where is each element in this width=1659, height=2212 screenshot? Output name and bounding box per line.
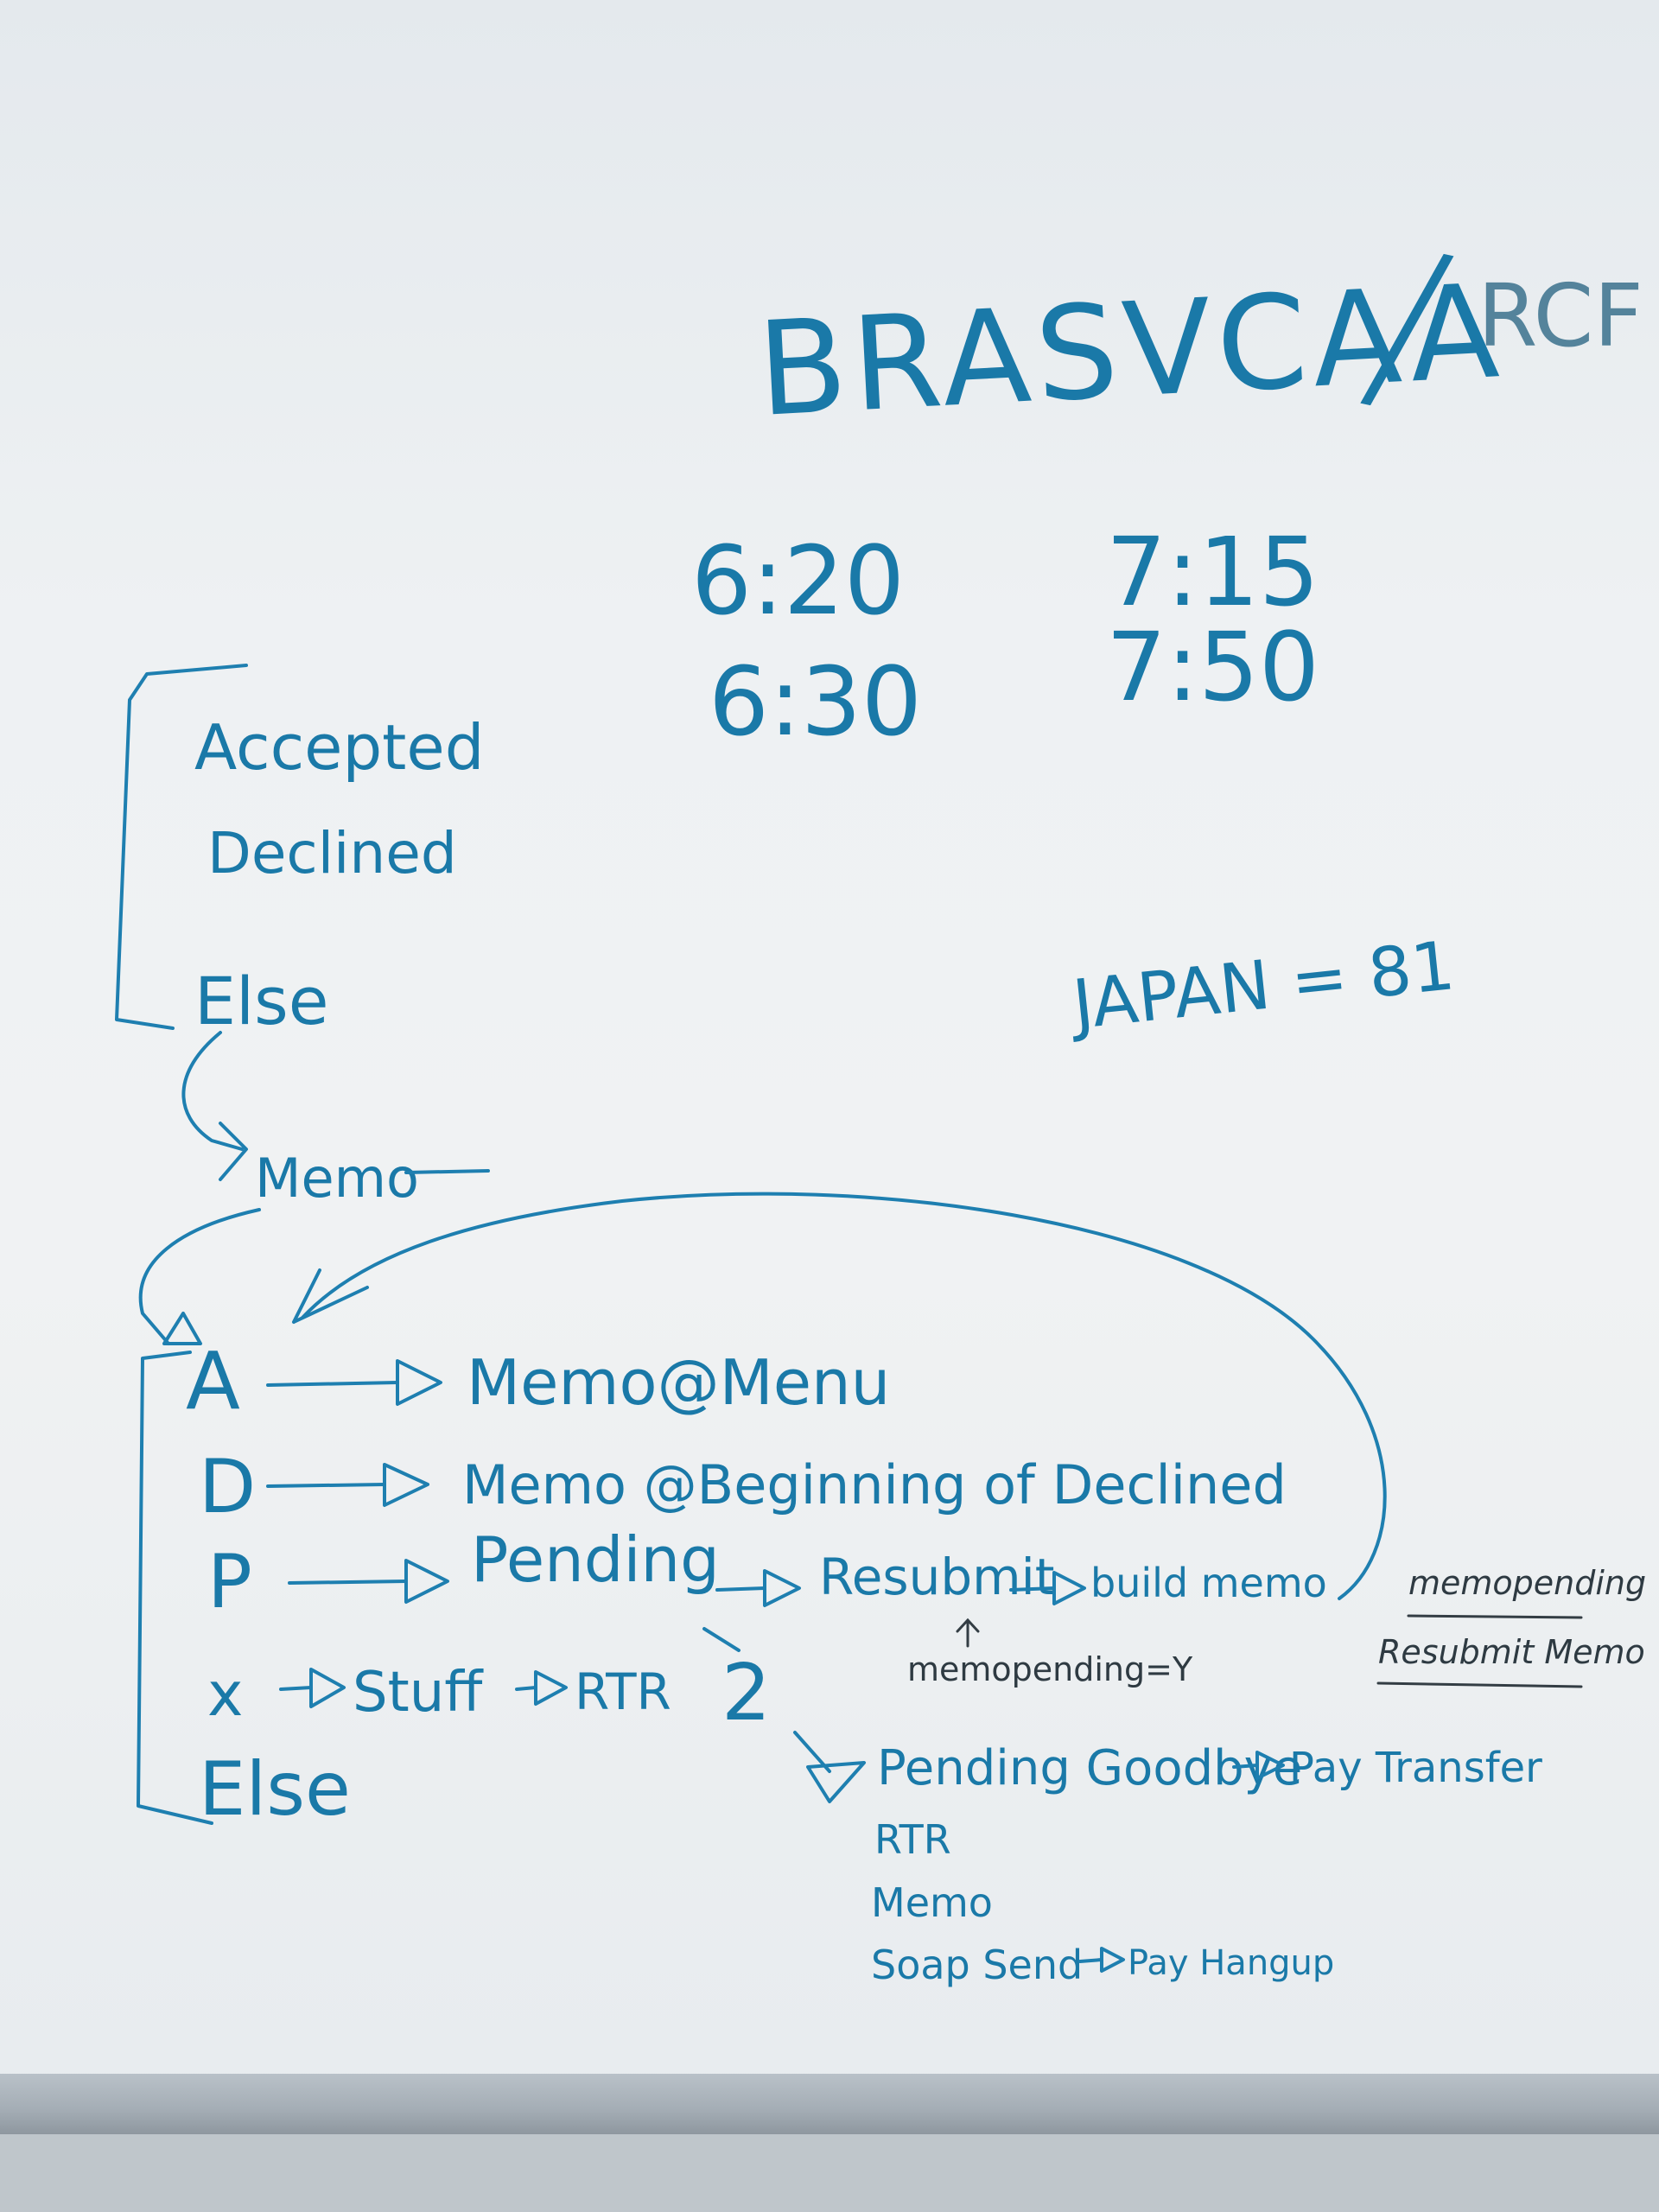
sub-flow-item-3: Memo: [871, 1879, 993, 1926]
memo-line: [404, 1169, 490, 1174]
flow-a-target: Memo@Menu: [467, 1346, 890, 1419]
list-else: Else: [194, 963, 329, 1039]
flow-p-final: build memo: [1090, 1560, 1327, 1606]
memopending-note: memopending=Y: [907, 1650, 1193, 1688]
title-tail: RCF: [1478, 265, 1643, 366]
pending-branch-line: [702, 1627, 741, 1652]
flow-x-target: Stuff: [353, 1661, 484, 1725]
japan-note: JAPAN = 81: [1065, 927, 1459, 1045]
flow-d-arrow: [266, 1483, 386, 1488]
time-2: 6:30: [709, 646, 922, 757]
sub-flow-soap-next: Pay Hangup: [1128, 1943, 1334, 1983]
flow-bracket: [137, 1351, 213, 1825]
loop-back-arrow: [301, 1192, 1387, 1600]
time-3: 7:15: [1106, 517, 1319, 627]
top-list-bracket: [115, 664, 248, 1030]
flow-p-key: P: [207, 1539, 252, 1625]
time-4: 7:50: [1106, 612, 1319, 722]
memopending-arrow: [956, 1618, 980, 1648]
flow-x-next: RTR: [575, 1662, 671, 1721]
flow-a-key: A: [186, 1335, 240, 1427]
memo-label: Memo: [255, 1147, 419, 1210]
flow-p-target: Pending: [471, 1523, 720, 1596]
marker-tray: [0, 2074, 1659, 2134]
side-note-2: Resubmit Memo: [1378, 1633, 1645, 1671]
sub-flow-item-1: Pending Goodbye: [877, 1740, 1302, 1796]
sub-flow-item-2: RTR: [874, 1816, 951, 1863]
memo-to-a-arrow: [138, 1208, 261, 1345]
else-to-memo-arrow: [181, 1031, 244, 1151]
flow-else-key: Else: [199, 1746, 351, 1833]
time-1: 6:20: [691, 525, 905, 636]
whiteboard-drawing: BRASVCAA / RCF 6:20 6:30 7:15 7:50 JAPAN…: [115, 206, 1646, 1988]
sub-flow-number: 2: [721, 1648, 771, 1738]
flow-p-arrow: [288, 1580, 408, 1585]
sub-flow-arrow: [806, 1761, 866, 1803]
flow-p-next: Resubmit: [819, 1548, 1055, 1606]
flow-x-key: x: [207, 1659, 243, 1730]
sub-flow-goodbye-next: Pay Transfer: [1289, 1744, 1542, 1792]
flow-d-target: Memo @Beginning of Declined: [462, 1453, 1287, 1516]
list-accepted: Accepted: [194, 711, 484, 784]
list-declined: Declined: [207, 820, 457, 887]
flow-d-key: D: [199, 1444, 256, 1530]
wall: [0, 2134, 1659, 2212]
side-note-1: memopending: [1408, 1564, 1646, 1602]
sub-flow-item-4: Soap Send: [871, 1942, 1083, 1988]
whiteboard: BRASVCAA / RCF 6:20 6:30 7:15 7:50 JAPAN…: [0, 0, 1659, 2074]
flow-a-arrow: [266, 1381, 399, 1387]
